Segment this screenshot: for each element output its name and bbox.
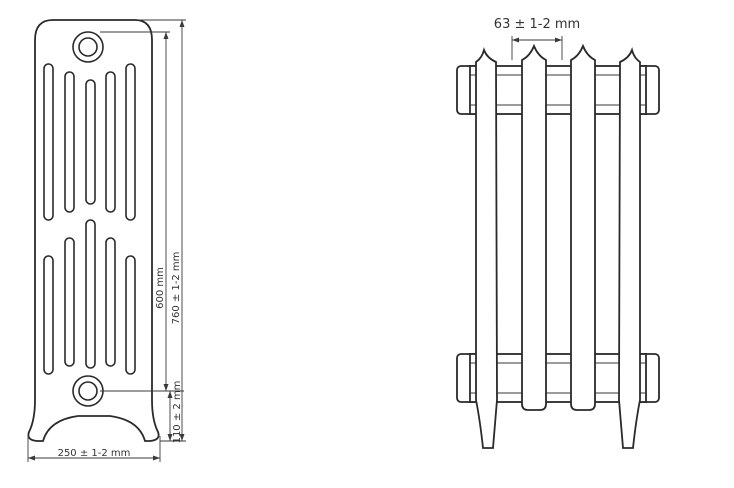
arrowhead — [167, 434, 173, 441]
section-column-3 — [570, 43, 596, 411]
top-band — [469, 65, 647, 115]
arrowhead — [153, 455, 160, 461]
dim-bottom-label: 110 ± 2 mm — [172, 381, 183, 444]
arrowhead — [167, 391, 173, 398]
front-slot — [85, 219, 96, 369]
arrowhead — [179, 434, 185, 441]
front-slot — [43, 255, 54, 375]
side-view: 63 ± 1-2 mm — [456, 17, 660, 449]
arrowhead — [163, 384, 169, 391]
front-slot — [64, 71, 75, 213]
front-view: 600 mm 760 ± 1-2 mm 110 ± 2 mm 250 ± 1-2… — [27, 19, 186, 462]
arrowhead — [512, 37, 519, 43]
section-column-4 — [618, 46, 641, 449]
dim-width-label: 250 ± 1-2 mm — [58, 448, 131, 459]
front-slot — [43, 63, 54, 221]
arrowhead — [555, 37, 562, 43]
front-slot — [125, 63, 136, 221]
arrowhead — [179, 20, 185, 27]
bottom-hub-inner — [78, 381, 98, 401]
dim-axis-distance-label: 600 mm — [155, 267, 166, 309]
top-hub-inner — [78, 37, 98, 57]
front-slot — [105, 237, 116, 367]
front-slot — [105, 71, 116, 213]
dim-pitch-label: 63 ± 1-2 mm — [494, 17, 580, 32]
front-slot — [85, 79, 96, 205]
section-column-1 — [475, 46, 498, 449]
bottom-band — [469, 353, 647, 403]
dim-height-label: 760 ± 1-2 mm — [171, 252, 182, 325]
front-slot — [125, 255, 136, 375]
arrowhead — [163, 32, 169, 39]
section-column-2 — [521, 43, 547, 411]
front-slot — [64, 237, 75, 367]
arrowhead — [28, 455, 35, 461]
